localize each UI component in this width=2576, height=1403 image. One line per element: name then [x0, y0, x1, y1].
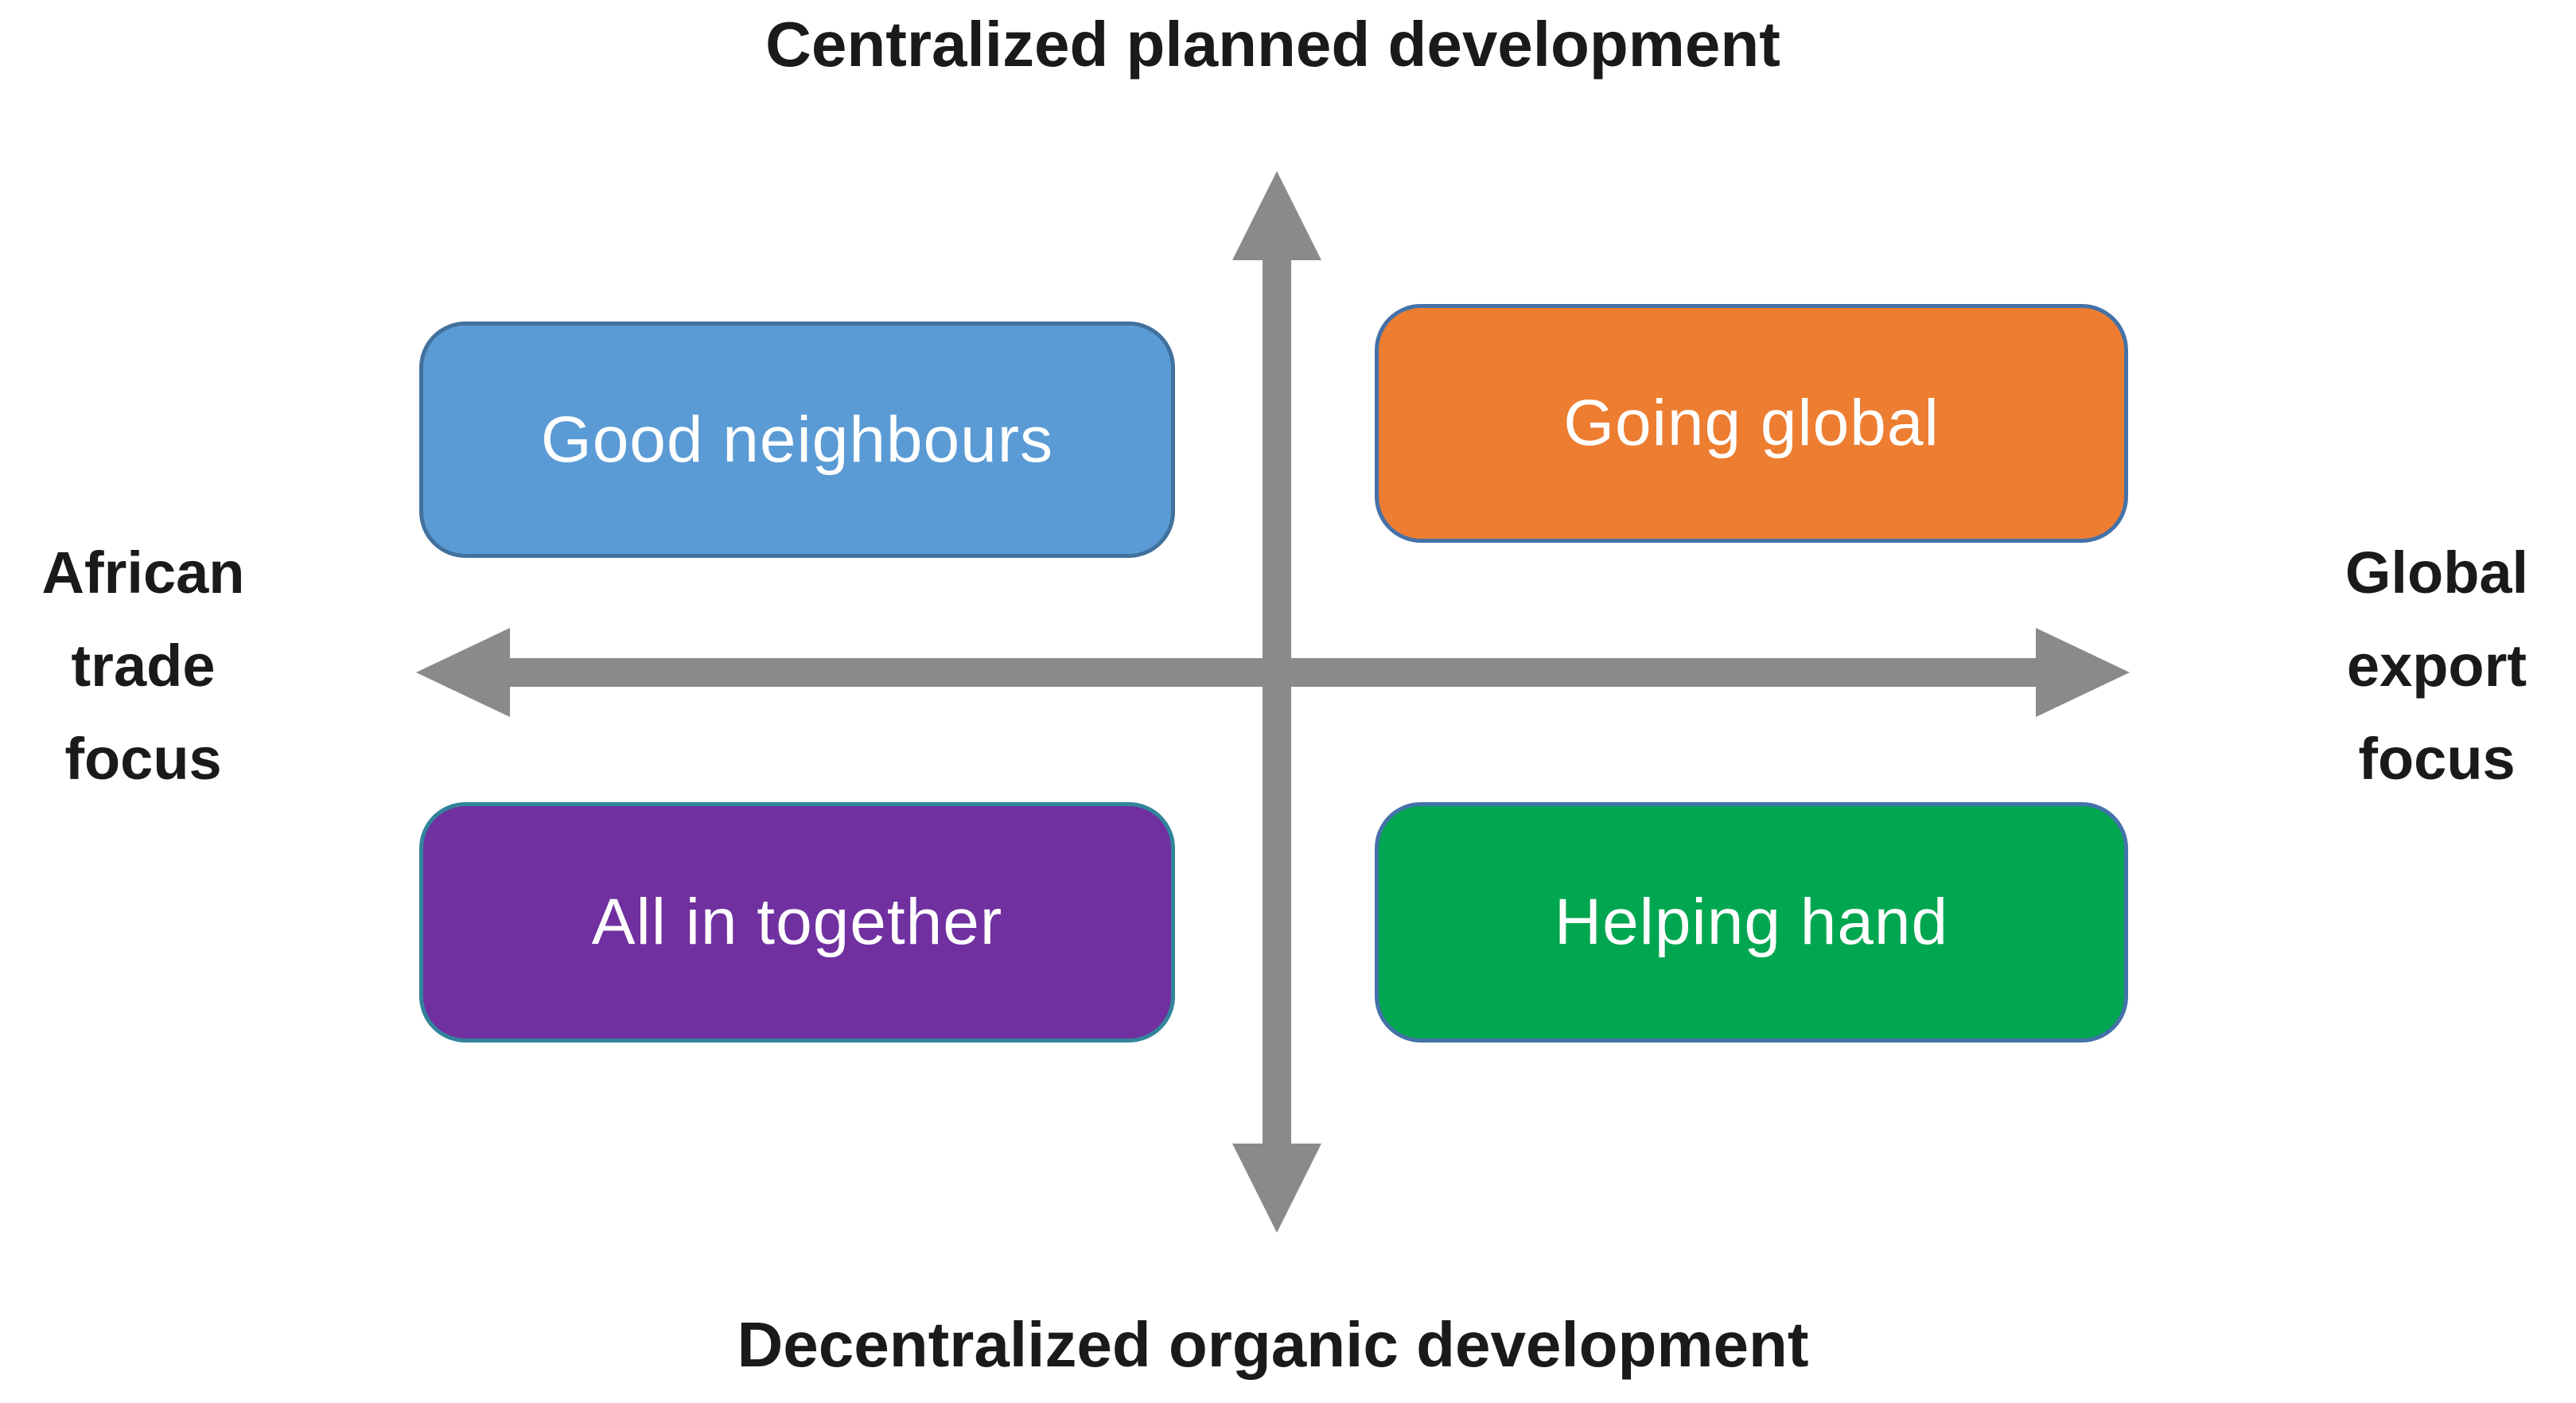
quadrant-all-in-together: All in together [419, 802, 1175, 1043]
left-arrowhead-icon [416, 628, 510, 717]
top-axis-label: Centralized planned development [765, 9, 1780, 80]
down-arrowhead-icon [1232, 1144, 1321, 1233]
quadrant-label: All in together [591, 886, 1003, 958]
quadrant-helping-hand: Helping hand [1375, 802, 2128, 1043]
right-arrowhead-icon [2036, 628, 2130, 717]
quadrant-label: Going global [1563, 387, 1940, 459]
up-arrowhead-icon [1232, 171, 1321, 260]
quadrant-label: Helping hand [1554, 886, 1949, 958]
quadrant-going-global: Going global [1375, 304, 2128, 543]
bottom-axis-label: Decentralized organic development [737, 1309, 1809, 1380]
left-axis-label: African trade focus [41, 540, 245, 792]
quadrant-good-neighbours: Good neighbours [419, 322, 1175, 558]
right-axis-label: Global export focus [2344, 540, 2529, 792]
quadrant-label: Good neighbours [540, 403, 1054, 476]
